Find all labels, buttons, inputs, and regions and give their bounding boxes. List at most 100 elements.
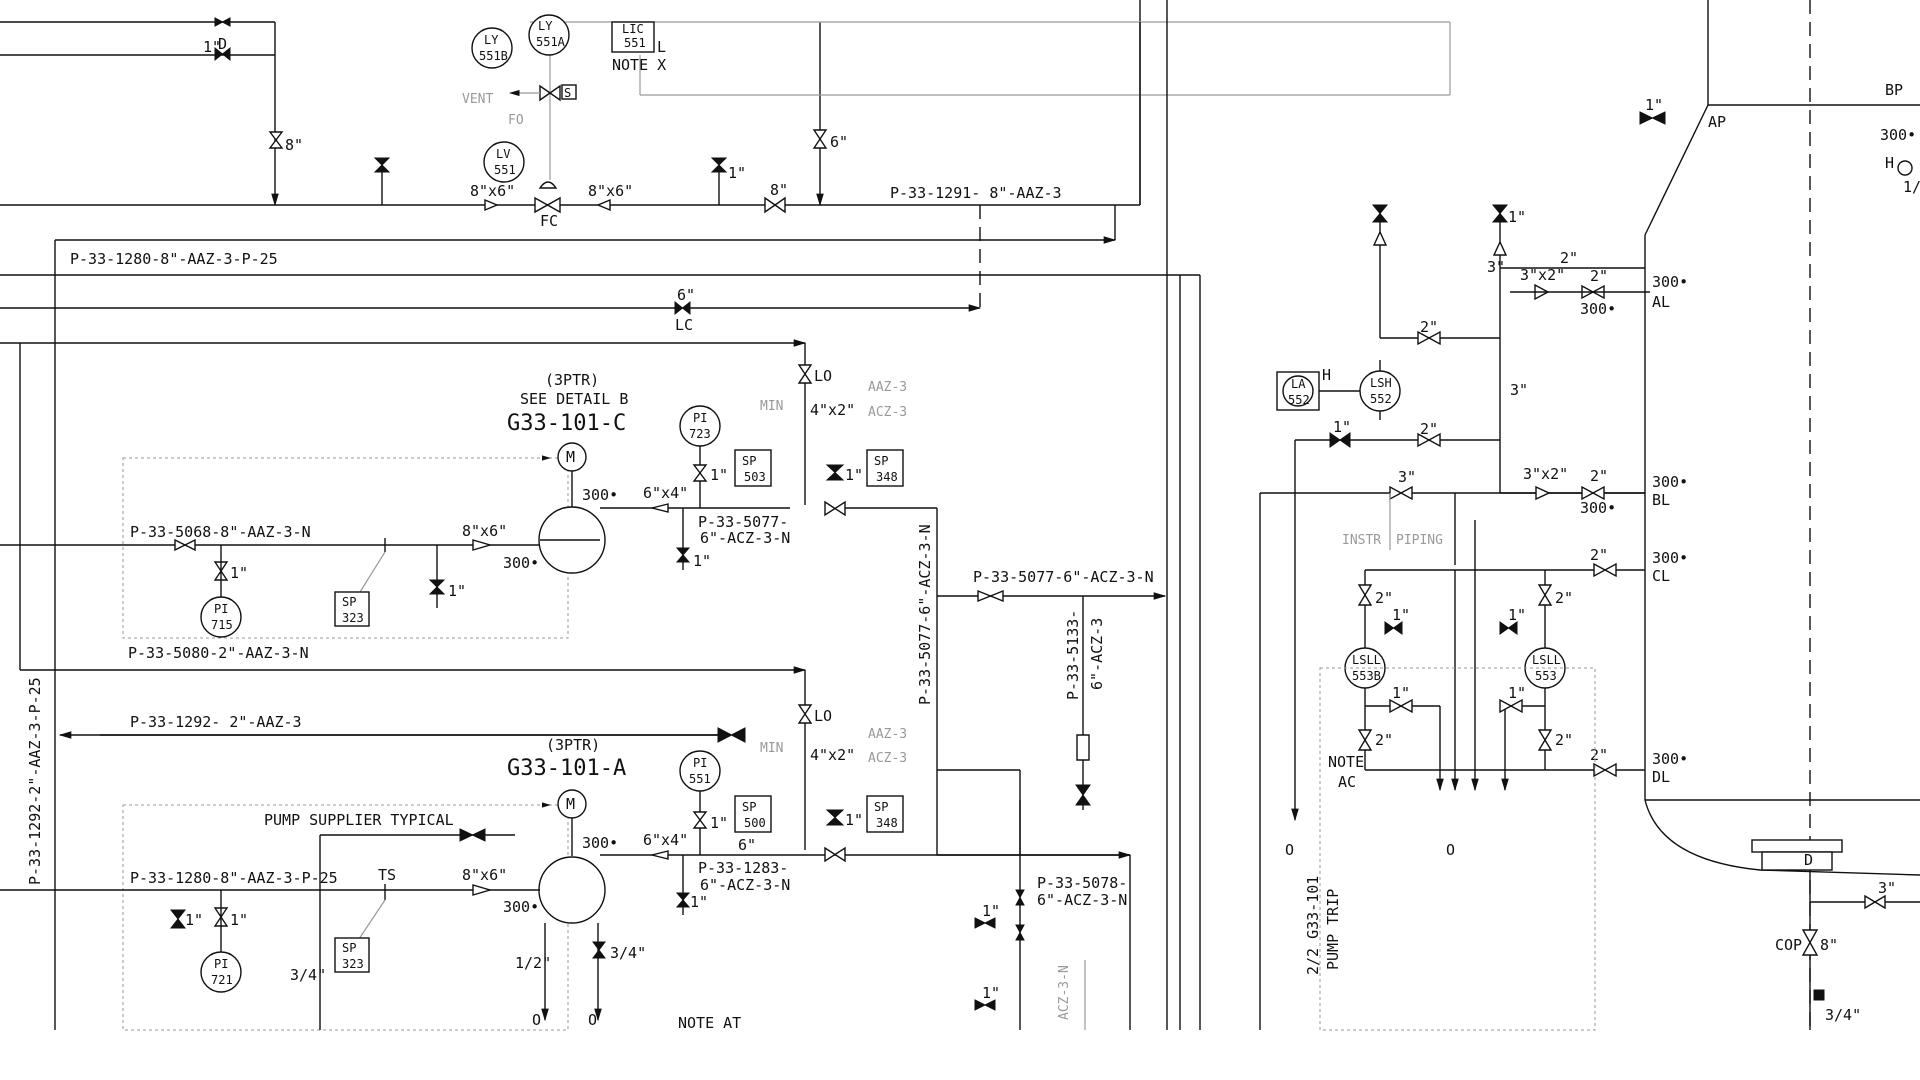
gate-valve-8in[interactable] (764, 196, 786, 214)
label-l: L (657, 38, 666, 56)
line-5078a: P-33-5078- (1037, 874, 1127, 892)
instrument-ly551b[interactable] (471, 27, 513, 69)
size-label: 2" (1555, 731, 1573, 749)
reducer-size: 8"x6" (462, 522, 507, 540)
flange-rating: 300• (503, 898, 539, 916)
motor-label: M (566, 448, 575, 466)
flange-rating: 300• (1652, 750, 1688, 768)
size-label: 1" (1645, 96, 1663, 114)
spec-break: ACZ-3 (868, 751, 907, 766)
instrument-sp503[interactable] (734, 449, 772, 487)
size-label: 2" (1420, 318, 1438, 336)
pi-tag: PI (693, 756, 707, 770)
line-5077-horizontal: P-33-5077-6"-ACZ-3-N (973, 568, 1154, 586)
size-label: 3/4" (290, 966, 326, 984)
size-label: 2" (1555, 589, 1573, 607)
instrument-sp348[interactable] (866, 449, 904, 487)
solenoid-valve[interactable] (539, 84, 561, 102)
drain-label: O (532, 1011, 541, 1029)
size-label: 1" (203, 38, 221, 56)
size-label: 8" (285, 136, 303, 154)
instrument-pi715[interactable] (200, 596, 242, 638)
size-label: 1" (693, 552, 711, 570)
spec-break: AAZ-3 (868, 727, 907, 742)
size-label: 2" (1375, 731, 1393, 749)
valve-lc[interactable] (674, 300, 691, 316)
size-label: 2" (1590, 267, 1608, 285)
pump-g33-101-c[interactable]: (3PTR) SEE DETAIL B G33-101-C M P-33-506… (0, 343, 937, 639)
size-label: 1" (1508, 606, 1526, 624)
sp-number: 500 (744, 816, 766, 830)
check-valve[interactable] (824, 500, 846, 517)
vent-valve[interactable] (373, 157, 391, 173)
line-5078b: 6"-ACZ-3-N (1037, 891, 1127, 909)
pi-tag: PI (693, 411, 707, 425)
la-tag: LA (1291, 377, 1306, 391)
ly-number: 551A (536, 35, 566, 49)
flange-rating: 300• (1652, 549, 1688, 567)
la-number: 552 (1288, 393, 1310, 407)
reducer-size: 8"x6" (470, 182, 515, 200)
note-ac: AC (1338, 773, 1356, 791)
pump-c-detail: SEE DETAIL B (520, 390, 628, 408)
line-5077a: P-33-5077- (698, 513, 788, 531)
size-label: 3/4" (610, 944, 646, 962)
instrument-lic551[interactable] (611, 21, 655, 53)
gate-valve-1[interactable] (214, 17, 231, 62)
instrument-sp323[interactable] (334, 937, 370, 973)
ly-number: 551B (479, 49, 508, 63)
nozzle-bl: BL (1652, 491, 1670, 509)
flange-rating: 300• (1652, 473, 1688, 491)
size-label: 1" (1508, 684, 1526, 702)
size-label: 8" (1820, 936, 1838, 954)
line-1283a: P-33-1283- (698, 859, 788, 877)
size-label: 1" (1508, 208, 1526, 226)
instrument-sp323[interactable] (334, 591, 370, 627)
size-label: 3/4" (1825, 1006, 1861, 1024)
valve-8in[interactable] (268, 131, 284, 149)
nozzle-h: H (1885, 154, 1894, 172)
instrument-sp348[interactable] (866, 795, 904, 833)
size-label: 1" (185, 911, 203, 929)
vessel[interactable]: 1" AP BP 300• H 1/ 300• AL 300• BL 300• … (1639, 0, 1920, 1030)
instrument-pi723[interactable] (679, 405, 721, 447)
note-at: NOTE AT (678, 1014, 741, 1032)
instrument-ly551a[interactable] (528, 14, 570, 56)
instrument-pi721[interactable] (200, 951, 242, 993)
pump-g33-101-a[interactable]: P-33-1292- 2"-AAZ-3 P-33-5080-2"-AAZ-3-N… (0, 644, 1132, 1032)
size-label: 1" (230, 564, 248, 582)
reducer-size: 8"x6" (462, 866, 507, 884)
lsll-tag: LSLL (1532, 653, 1561, 667)
flange-rating: 300• (503, 554, 539, 572)
valve-5078[interactable] (1015, 889, 1025, 906)
valve-5077[interactable] (977, 589, 1004, 603)
drain-label: O (1285, 841, 1294, 859)
valve-6in[interactable] (812, 129, 828, 149)
label-d: D (218, 35, 227, 53)
line-1292: P-33-1292- 2"-AAZ-3 (130, 713, 302, 731)
check-valve[interactable] (824, 846, 846, 863)
level-switch-cluster: LSH 552 LA 552 H 1" 2" 2" 1" 3" 3" 3"x2"… (1259, 204, 1650, 1031)
valve-5133[interactable] (1075, 784, 1091, 806)
piping-label: PIPING (1396, 533, 1443, 548)
reducer-size: 6"x4" (643, 831, 688, 849)
instrument-lv551[interactable] (483, 141, 525, 183)
sp-tag: SP (874, 800, 888, 814)
sp-tag: SP (342, 595, 356, 609)
size-label: 2" (1560, 249, 1578, 267)
size-label: 1" (710, 814, 728, 832)
flange-rating: 300• (1652, 273, 1688, 291)
pi-tag: PI (214, 957, 228, 971)
pi-number: 723 (689, 427, 711, 441)
flange-rating: 300• (582, 834, 618, 852)
instrument-sp500[interactable] (734, 795, 772, 833)
instrument-pi551[interactable] (679, 750, 721, 792)
lsll-tag: LSLL (1352, 653, 1381, 667)
vent-valve[interactable] (710, 157, 728, 173)
control-valve-fc[interactable] (534, 196, 561, 214)
nozzle-ap: AP (1708, 113, 1726, 131)
pi-number: 721 (211, 973, 233, 987)
reducer-size: 4"x2" (810, 401, 855, 419)
size-label: 1" (1392, 606, 1410, 624)
